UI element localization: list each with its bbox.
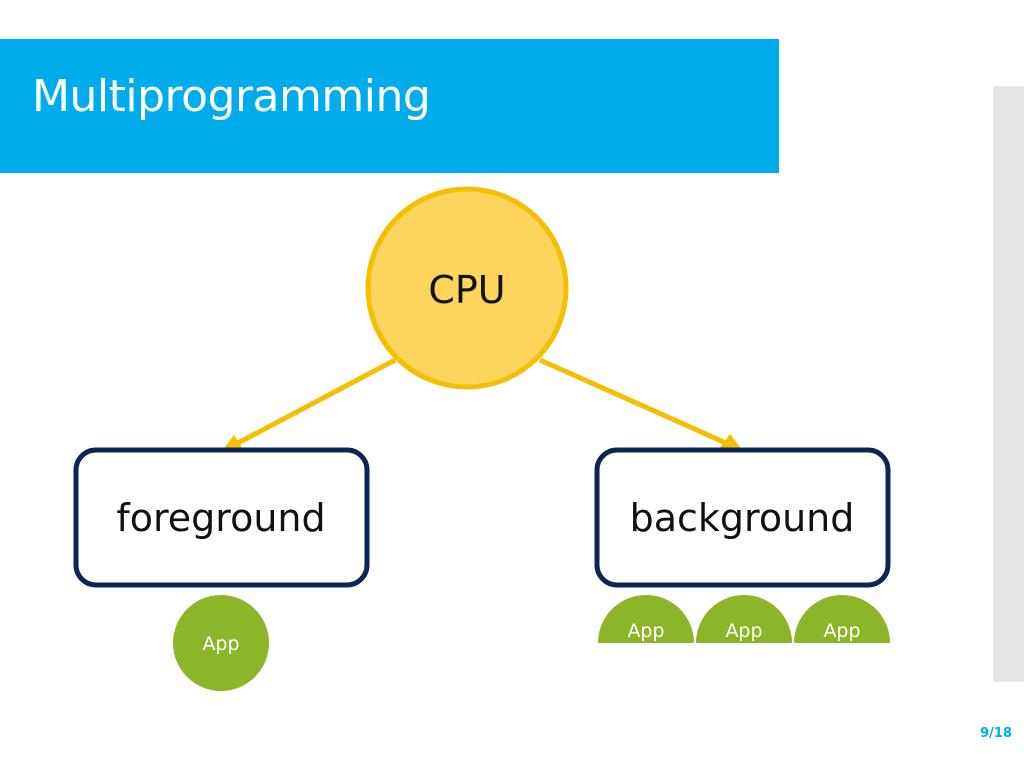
background-app-label-1: App	[627, 620, 664, 642]
background-app-3: App	[794, 595, 890, 643]
side-panel	[993, 86, 1024, 682]
background-app-2: App	[696, 595, 792, 643]
cpu-label: CPU	[428, 268, 505, 312]
foreground-app: App	[173, 595, 269, 691]
foreground-node: foreground	[73, 447, 370, 588]
background-node: background	[594, 447, 891, 588]
foreground-label: foreground	[116, 496, 325, 540]
page-number: 9/18	[980, 726, 1012, 741]
arrowhead-foreground	[222, 435, 244, 451]
title-bar	[0, 39, 779, 173]
background-app-label-2: App	[725, 620, 762, 642]
cpu-node: CPU	[365, 186, 569, 390]
arrowhead-background	[719, 434, 743, 451]
arrow-to-background	[538, 357, 728, 446]
background-app-1: App	[598, 595, 694, 643]
arrow-to-foreground	[236, 357, 397, 446]
background-app-label-3: App	[823, 620, 860, 642]
background-label: background	[630, 496, 855, 540]
foreground-app-label: App	[202, 633, 239, 655]
slide-title: Multiprogramming	[32, 71, 431, 122]
